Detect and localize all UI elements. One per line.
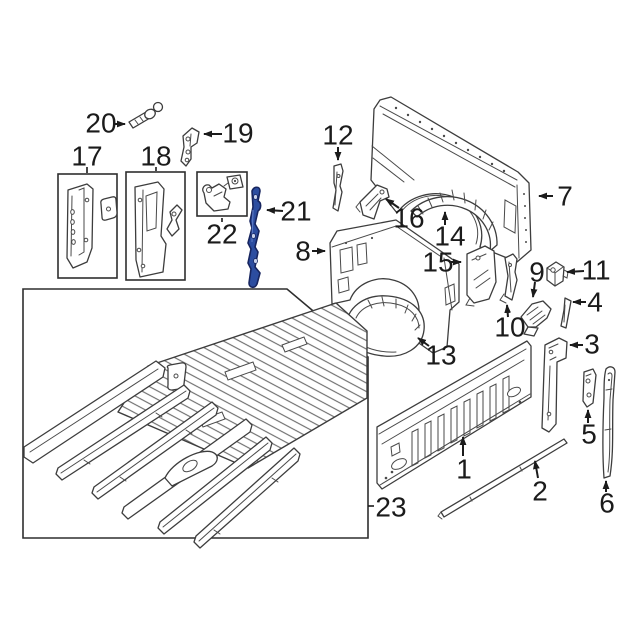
part-12-drawing	[332, 163, 344, 212]
part-9-drawing	[520, 300, 552, 337]
callout-23-label: 23	[375, 492, 406, 523]
part-18-drawing	[134, 181, 183, 278]
part-23-crossmembers-drawing	[23, 360, 301, 549]
callout-7-label: 7	[557, 181, 573, 212]
part-19-drawing	[180, 127, 200, 167]
callout-20-label: 20	[85, 108, 116, 139]
callout-12-label: 12	[322, 120, 353, 151]
part-22-drawing	[202, 174, 244, 212]
callout-9-label: 9	[529, 257, 545, 288]
callout-11-label: 11	[581, 255, 610, 286]
callout-15-label: 15	[422, 247, 453, 278]
callout-labels: 1 2 3 4 5 6 7 8 9 10 11 12 13 14 15 16 1…	[71, 108, 614, 523]
group-box-17	[57, 173, 118, 279]
callout-10-label: 10	[494, 312, 525, 343]
part-5-drawing	[582, 368, 597, 408]
callout-2-label: 2	[532, 476, 548, 507]
callout-17-label: 17	[71, 141, 102, 172]
callout-4-label: 4	[587, 287, 603, 318]
part-14-drawing	[410, 189, 498, 252]
group-box-18	[125, 171, 186, 281]
callout-21-arrow	[266, 207, 284, 214]
callout-22-label: 22	[206, 219, 237, 250]
part-17-drawing	[66, 183, 118, 269]
part-11-drawing	[546, 261, 569, 287]
part-4-drawing	[560, 297, 572, 329]
group-box-22	[196, 171, 248, 217]
part-3-drawing	[541, 337, 568, 433]
part-16-drawing	[355, 184, 390, 220]
callout-19-label: 19	[222, 118, 253, 149]
callout-21-label: 21	[280, 196, 311, 227]
callout-10-arrow	[504, 304, 512, 318]
part-2-drawing	[437, 438, 568, 520]
part-6-drawing	[602, 366, 616, 479]
callout-5-label: 5	[581, 419, 597, 450]
callout-9-arrow	[530, 281, 538, 298]
callout-16-label: 16	[393, 203, 424, 234]
callout-3-label: 3	[584, 329, 600, 360]
part-15-drawing	[465, 245, 497, 307]
callout-16-arrow	[385, 198, 400, 209]
part-1-drawing	[376, 340, 532, 490]
part-20-drawing	[128, 101, 164, 129]
part-10-drawing	[499, 253, 518, 304]
group-box-23	[22, 288, 369, 539]
callout-1-label: 1	[456, 454, 472, 485]
callout-18-label: 18	[140, 141, 171, 172]
part-21-drawing-highlighted	[247, 186, 262, 289]
part-8-drawing	[329, 219, 460, 354]
callout-2-arrow	[533, 460, 540, 479]
callout-13-arrow	[417, 337, 430, 347]
callout-14-label: 14	[434, 221, 465, 252]
callout-11-arrow	[566, 268, 585, 275]
callout-13-label: 13	[425, 340, 456, 371]
callout-8-label: 8	[295, 236, 311, 267]
callout-6-label: 6	[599, 488, 615, 519]
callout-arrows	[86, 120, 610, 507]
